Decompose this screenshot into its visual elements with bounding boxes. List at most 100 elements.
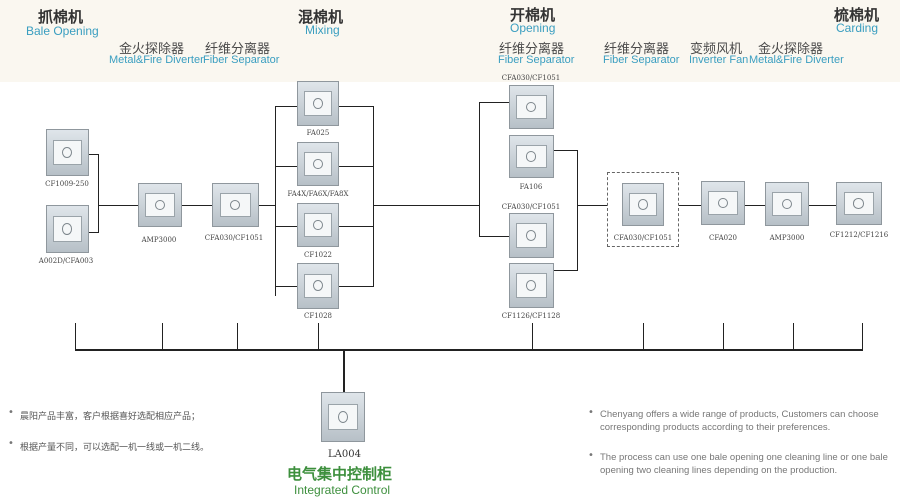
machine-cfa020 [701,181,745,225]
bullet-dot: • [588,407,594,418]
link-line [98,205,138,206]
machine-label-cf1028: CF1028 [303,312,333,320]
machine-label-cfa030-top: CFA030/CF1051 [501,74,561,82]
machine-cf1028 [297,263,339,309]
machine-a002d [46,205,89,253]
bus-drop [793,323,794,350]
link-line [339,286,373,287]
machine-cfa030-1 [212,183,259,227]
link-line [577,205,607,206]
link-line [745,205,765,206]
link-line [373,205,479,206]
link-line [679,205,701,206]
machine-label-fa106: FA106 [519,183,543,191]
subheader-metal-fire-2-zh: 金火探除器 [758,42,824,57]
link-line [479,236,509,237]
machine-label-a002d: A002D/CFA003 [38,257,94,265]
subheader-metal-fire-1-zh: 金火探除器 [119,42,185,57]
link-line [89,232,99,233]
subheader-metal-fire-1-en: Metal&Fire Diverter [109,54,204,66]
machine-fa025 [297,81,339,126]
link-line [275,106,276,296]
note-en-1: Chenyang offers a wide range of products… [600,409,879,433]
machine-cf1009 [46,129,89,176]
subheader-fiber-sep-2-en: Fiber Separator [498,54,575,66]
bus-drop [643,323,644,350]
note-en-2: The process can use one bale opening one… [600,452,888,476]
machine-label-cf1126: CF1126/CF1128 [501,312,561,320]
link-line [98,154,99,233]
bus-drop [723,323,724,350]
link-line [182,205,212,206]
link-line [479,102,509,103]
machine-label-amp3000-2: AMP3000 [769,234,805,242]
section-mixing-en: Mixing [305,23,340,37]
control-model: LA004 [328,449,361,460]
subheader-fiber-sep-2-zh: 纤维分离器 [499,42,565,57]
link-line [275,106,297,107]
link-line [275,286,297,287]
bullet-dot: • [8,407,14,418]
bus-drop [237,323,238,350]
optional-frame [607,172,679,247]
subheader-inverter-fan-zh: 变频风机 [690,42,743,57]
machine-amp3000-1 [138,183,182,227]
machine-label-cfa020: CFA020 [708,234,738,242]
section-carding-zh: 梳棉机 [834,6,880,24]
subheader-fiber-sep-1-zh: 纤维分离器 [205,42,271,57]
link-line [554,270,578,271]
link-line [554,150,578,151]
link-line [479,102,480,206]
section-bale-opening-en: Bale Opening [26,24,99,38]
subheader-fiber-sep-3-en: Fiber Separator [603,54,680,66]
machine-cf1212 [836,182,882,225]
subheader-fiber-sep-3-zh: 纤维分离器 [604,42,670,57]
header-band [0,0,900,82]
subheader-inverter-fan-en: Inverter Fan [689,54,749,66]
link-line [339,166,373,167]
control-title-zh: 电气集中控制柜 [287,465,393,483]
machine-cfa030-dash [622,183,664,226]
machine-label-cfa030-dash: CFA030/CF1051 [613,234,673,242]
machine-cf1126 [509,263,554,308]
link-line [275,226,297,227]
control-title-en: Integrated Control [294,483,391,497]
section-carding-en: Carding [836,21,879,35]
machine-fa106 [509,135,554,178]
bus-drop [532,323,533,350]
machine-label-fa4x: FA4X/FA6X/FA8X [287,190,349,198]
section-opening-zh: 开棉机 [510,6,556,24]
machine-label-cf1009: CF1009-250 [45,180,89,188]
link-line [275,166,297,167]
bullet-dot: • [8,438,14,449]
note-zh-2: 根据产量不同，可以选配一机一线或一机二线。 [20,443,210,453]
machine-cf1022 [297,203,339,247]
control-feed [343,350,345,392]
bus-drop [162,323,163,350]
bus-drop [75,323,76,350]
link-line [339,106,373,107]
machine-cfa030-top [509,85,554,129]
bus-drop [318,323,319,350]
link-line [89,154,99,155]
link-line [479,205,480,237]
machine-label-cfa030-mid: CFA030/CF1051 [501,203,561,211]
section-bale-opening-zh: 抓棉机 [38,8,84,26]
bus-drop [862,323,863,350]
machine-label-cf1212: CF1212/CF1216 [829,231,889,239]
link-line [577,150,578,271]
bullet-dot: • [588,450,594,461]
machine-cfa030-mid [509,213,554,258]
subheader-fiber-sep-1-en: Fiber Separator [203,54,280,66]
subheader-metal-fire-2-en: Metal&Fire Diverter [749,54,844,66]
control-cabinet [321,392,365,442]
link-line [259,205,275,206]
link-line [339,226,373,227]
section-mixing-zh: 混棉机 [298,8,344,26]
machine-amp3000-2 [765,182,809,226]
machine-label-cfa030-1: CFA030/CF1051 [204,234,264,242]
link-line [809,205,836,206]
machine-label-amp3000-1: AMP3000 [141,236,177,244]
machine-fa4x [297,142,339,186]
link-line [373,106,374,287]
